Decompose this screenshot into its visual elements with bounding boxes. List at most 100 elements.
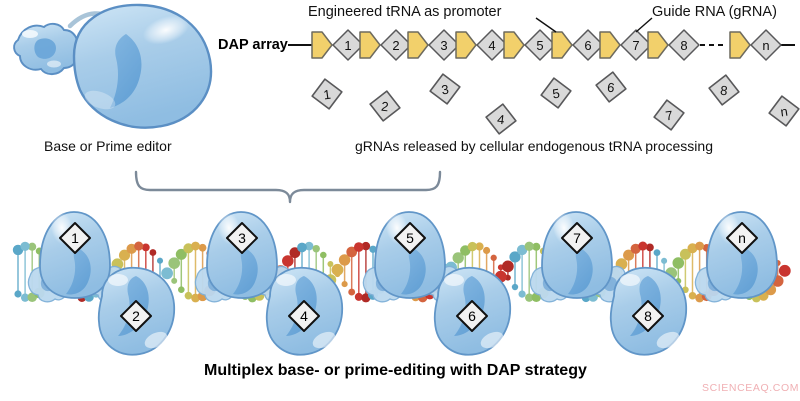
dap-array: 1 2 3 4 5 6 7 8 n [288, 17, 795, 61]
complex-grna-tag: 5 [394, 222, 426, 254]
trna-promoter-arrow [407, 31, 429, 59]
helix-bead [467, 241, 478, 252]
editor-complex-bottom: 8 [609, 266, 688, 356]
grna-diamond-label: 8 [680, 38, 687, 53]
helix-bead [778, 264, 791, 277]
released-grna-diamond: 4 [485, 103, 517, 135]
grna-diamond-label: 2 [392, 38, 399, 53]
released-grna-diamond: 1 [311, 78, 343, 110]
helix-bead [175, 248, 187, 260]
released-grna-label: 8 [719, 83, 728, 99]
helix-bead [191, 241, 200, 251]
watermark: SCIENCEAQ.COM [702, 382, 800, 394]
helix-bead [623, 249, 635, 261]
grna-diamond [332, 29, 364, 61]
complex-grna-tag: n [726, 222, 758, 254]
released-grnas-caption: gRNAs released by cellular endogenous tR… [355, 138, 713, 154]
complex-grna-tag-label: 3 [238, 230, 246, 246]
helix-bead [118, 249, 131, 261]
trna-promoter-arrow [311, 31, 333, 59]
released-grna-label: 7 [664, 108, 673, 124]
grna-diamond-label: 4 [488, 38, 495, 53]
released-grna-diamond: 8 [708, 74, 740, 106]
editor-complex-top: 1 [39, 208, 111, 299]
base-prime-editor-label: Base or Prime editor [44, 138, 172, 154]
helix-bead [672, 257, 685, 269]
released-grna-label: 5 [551, 86, 560, 102]
complex-grna-tag: 2 [120, 300, 152, 332]
helix-bead [183, 243, 194, 254]
released-grna-label: 3 [440, 82, 449, 98]
helix-bead [687, 243, 698, 254]
complex-grna-tag-label: n [738, 230, 746, 246]
helix-bead [509, 251, 521, 263]
released-grna-diamond: 5 [540, 77, 572, 109]
helix-bead [695, 241, 705, 251]
released-grna-label: n [779, 104, 788, 120]
helix-bead [126, 243, 137, 254]
base-prime-editor-illustration [13, 3, 213, 129]
released-grna-diamond: 7 [653, 99, 685, 131]
editor-complex-top: 3 [206, 208, 278, 299]
grna-diamond-label: 3 [440, 38, 447, 53]
complex-grna-tag-label: 1 [71, 230, 79, 246]
complex-grna-tag-label: 7 [573, 230, 581, 246]
grna-diamond [620, 29, 652, 61]
brace [134, 170, 442, 204]
trna-promoter-arrow [359, 31, 381, 59]
grna-diamond-label: 1 [344, 38, 351, 53]
helix-bead [282, 255, 294, 267]
editor-complex-bottom: 2 [97, 266, 176, 356]
grna-diamond [572, 29, 604, 61]
complex-grna-tag: 4 [288, 300, 320, 332]
released-grna-label: 6 [606, 80, 615, 96]
grna-diamond [476, 29, 508, 61]
promoter-leader-line [535, 17, 557, 33]
released-grna-label: 1 [322, 87, 331, 103]
trna-promoter-arrow [503, 31, 525, 59]
promoter-annotation-label: Engineered tRNA as promoter [308, 4, 502, 20]
helix-bead [161, 267, 173, 280]
helix-bead [20, 241, 30, 251]
helix-bead [346, 246, 358, 258]
helix-bead [502, 260, 514, 273]
trna-promoter-arrow [599, 31, 621, 59]
grna-diamond-label: n [762, 38, 769, 53]
grna-annotation-label: Guide RNA (gRNA) [652, 4, 777, 20]
dna-helix-assembly: 1 3 5 7 n 2 4 6 8 [12, 208, 791, 356]
trna-promoter-arrow [455, 31, 477, 59]
complex-grna-tag-label: 2 [132, 308, 140, 324]
released-grna-diamond: 2 [369, 90, 401, 122]
trna-promoter-arrow [551, 31, 573, 59]
helix-bead [630, 243, 641, 254]
helix-bead [353, 242, 364, 252]
trna-promoter-arrow [647, 31, 669, 59]
complex-grna-tag-label: 6 [468, 308, 476, 324]
helix-bead [452, 252, 464, 264]
grna-diamond-label: 5 [536, 38, 543, 53]
editor-complex-top: 7 [541, 208, 613, 299]
editor-complex-top: 5 [374, 208, 446, 299]
helix-bead [638, 241, 648, 251]
complex-grna-tag: 1 [59, 222, 91, 254]
editor-complex-top: n [706, 208, 778, 299]
released-grna-label: 2 [380, 99, 389, 115]
released-grna-group: 1 2 3 4 5 6 7 8 n [311, 71, 800, 135]
grna-diamond [428, 29, 460, 61]
grna-diamond-label: 6 [584, 38, 591, 53]
complex-grna-tag-label: 4 [300, 308, 308, 324]
helix-bead [331, 263, 344, 276]
editor-complex-bottom: 6 [433, 266, 512, 356]
editor-complex-bottom: 4 [265, 266, 344, 356]
helix-bead [338, 254, 351, 266]
released-grna-label: 4 [496, 112, 505, 128]
grna-diamond [668, 29, 700, 61]
grna-diamond-label: 7 [632, 38, 639, 53]
helix-bead [679, 248, 691, 260]
figure-title: Multiplex base- or prime-editing with DA… [204, 362, 587, 379]
helix-bead [653, 249, 661, 257]
trna-promoter-arrow [729, 31, 751, 59]
helix-bead [645, 243, 654, 252]
